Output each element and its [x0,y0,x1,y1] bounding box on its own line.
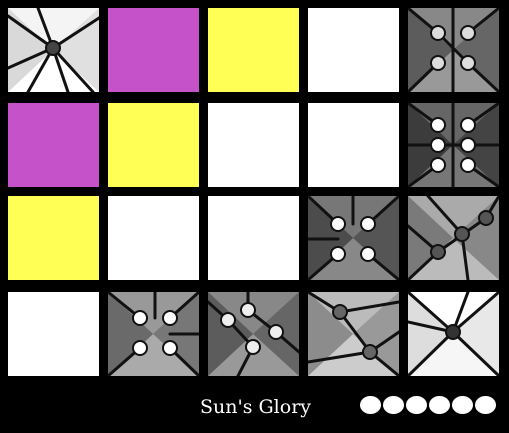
progress-pips [360,396,496,418]
tile-r4-c2[interactable] [108,292,199,376]
tile-pattern [308,196,399,280]
progress-pip [406,396,427,414]
tile-r3-c2[interactable] [108,196,199,280]
tile-r2-c4[interactable] [308,103,399,187]
progress-pip [475,396,496,414]
tile-r1-c5[interactable] [408,8,499,92]
progress-pip [383,396,404,414]
tile-pattern [208,292,299,376]
progress-pip [452,396,473,414]
tile-r1-c2[interactable] [108,8,199,92]
tile-r4-c5[interactable] [408,292,499,376]
tile-pattern [408,103,499,187]
game-board [8,8,499,376]
tile-r3-c5[interactable] [408,196,499,280]
progress-pip [360,396,381,414]
tile-pattern [8,8,99,92]
tile-r2-c1[interactable] [8,103,99,187]
tile-r4-c3[interactable] [208,292,299,376]
tile-r1-c1[interactable] [8,8,99,92]
tile-r3-c3[interactable] [208,196,299,280]
tile-pattern [408,8,499,92]
tile-pattern [408,196,499,280]
tile-pattern [408,292,499,376]
tile-r2-c3[interactable] [208,103,299,187]
tile-r2-c2[interactable] [108,103,199,187]
tile-r3-c1[interactable] [8,196,99,280]
tile-r4-c1[interactable] [8,292,99,376]
tile-r1-c3[interactable] [208,8,299,92]
tile-r2-c5[interactable] [408,103,499,187]
progress-pip [429,396,450,414]
tile-r4-c4[interactable] [308,292,399,376]
tile-pattern [308,292,399,376]
tile-pattern [108,292,199,376]
tile-r3-c4[interactable] [308,196,399,280]
tile-r1-c4[interactable] [308,8,399,92]
level-title: Sun's Glory [200,396,312,418]
